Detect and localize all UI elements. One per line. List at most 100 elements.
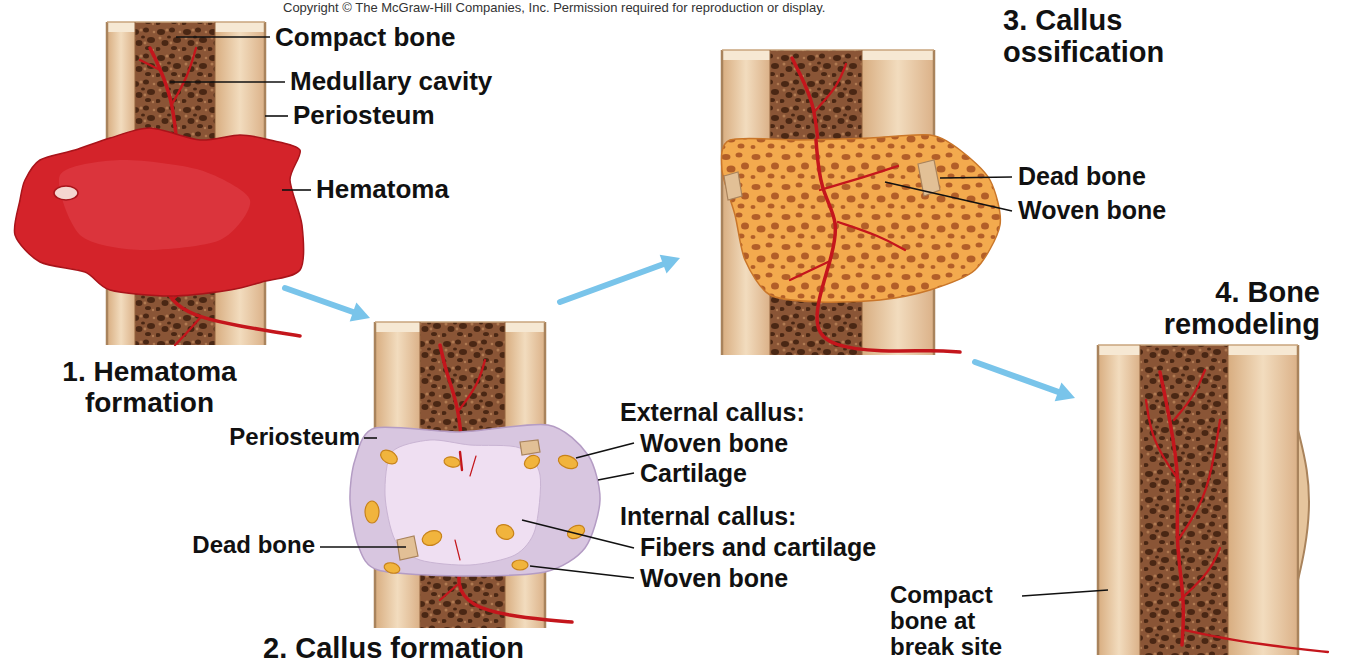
bone-end-face	[1098, 345, 1140, 355]
bone-shaft	[1098, 345, 1298, 655]
leader-line	[530, 566, 634, 578]
external-callus	[350, 424, 600, 576]
part-label: Woven bone	[1018, 196, 1166, 224]
dead-bone-piece	[397, 536, 418, 560]
part-label: Hematoma	[316, 175, 449, 204]
bone-end-edge	[1098, 344, 1298, 346]
bone-end-face	[375, 322, 420, 332]
bone-end-face	[862, 50, 934, 60]
blood-vessel	[1146, 400, 1180, 482]
cavity-edge	[1228, 345, 1229, 655]
blood-vessel	[440, 585, 457, 600]
bone-end-face	[107, 22, 135, 32]
woven-bone-piece	[365, 501, 379, 523]
periosteum-line	[721, 50, 724, 355]
part-label: Periosteum	[293, 101, 435, 130]
blood-vessel	[150, 48, 176, 135]
bone-end-edge	[722, 49, 934, 51]
bone-end-edge	[107, 21, 265, 23]
bone-end-face	[505, 322, 545, 332]
bone-end-face	[722, 50, 770, 60]
stage-arrowhead	[660, 255, 680, 274]
stage-arrowhead	[1055, 382, 1075, 401]
part-label: Dead bone	[192, 532, 315, 559]
medullary-cavity	[1140, 345, 1228, 655]
stage-arrow	[975, 362, 1058, 392]
hematoma-highlight	[59, 160, 250, 250]
leader-line	[170, 81, 285, 83]
group-label: Internal callus:	[620, 502, 796, 530]
woven-bone-piece	[383, 561, 401, 575]
woven-bone-piece	[512, 560, 528, 570]
blood-vessel	[816, 140, 960, 352]
dead-bone-piece	[724, 172, 742, 200]
bone-end-edge	[375, 321, 545, 323]
blood-vessel	[792, 58, 818, 142]
leader-line	[1022, 590, 1108, 596]
blood-vessel	[1184, 630, 1328, 652]
woven-bone-piece	[378, 447, 400, 466]
stage-title: 4. Bone remodeling	[1120, 276, 1320, 341]
blood-vessel	[140, 60, 160, 70]
woven-bone-piece	[420, 528, 444, 548]
ossified-callus	[721, 135, 1000, 303]
leader-line	[265, 115, 288, 117]
part-label: Compact bone	[275, 23, 456, 52]
blood-vessel	[455, 540, 460, 560]
blood-vessel	[1178, 420, 1220, 540]
periosteum-line	[1097, 345, 1100, 655]
group-label: External callus:	[620, 398, 805, 426]
compact-bone	[1098, 345, 1140, 655]
copyright-note: Copyright © The McGraw-Hill Companies, I…	[283, 1, 825, 16]
leader-line	[576, 443, 634, 458]
part-label: Cartilage	[640, 459, 747, 487]
bone-end-face	[215, 22, 265, 32]
woven-bone-piece	[443, 456, 460, 469]
blood-vessel	[470, 456, 476, 476]
compact-bone	[1228, 345, 1298, 655]
leader-line	[940, 177, 1012, 178]
blood-vessel	[175, 318, 200, 345]
blood-vessel	[790, 262, 828, 280]
stage-title: 1. Hematoma formation	[22, 356, 277, 419]
leader-line	[598, 473, 634, 480]
bone-end-face	[1228, 345, 1298, 355]
hematoma-gap	[54, 186, 78, 200]
part-label: Compact bone at break site	[890, 582, 1020, 660]
dead-bone-piece	[520, 440, 540, 455]
blood-vessel	[1180, 548, 1220, 600]
blood-vessel	[820, 166, 898, 190]
part-label: Woven bone	[640, 564, 788, 592]
part-label: Woven bone	[640, 429, 788, 457]
leader-line	[320, 546, 406, 548]
stage-arrow	[560, 264, 663, 302]
leader-line	[364, 437, 377, 439]
remodeled-bulge	[1298, 430, 1309, 580]
leader-line	[522, 520, 634, 548]
blood-vessel	[440, 345, 462, 445]
cavity-edge	[1140, 345, 1141, 655]
internal-callus	[385, 440, 541, 565]
part-label: Medullary cavity	[290, 67, 492, 96]
blood-vessel	[459, 360, 485, 410]
woven-bone-piece	[557, 453, 580, 471]
hematoma-blob	[14, 128, 303, 296]
blood-vessel	[172, 48, 196, 104]
stage-arrowhead	[350, 303, 370, 322]
blood-vessel	[814, 64, 846, 112]
woven-bone-piece	[494, 522, 516, 542]
leader-line	[282, 189, 311, 191]
part-label: Fibers and cartilage	[640, 533, 876, 561]
part-label: Dead bone	[1018, 162, 1146, 190]
stage-title: 3. Callus ossification	[1003, 4, 1253, 69]
part-label: Periosteum	[229, 424, 360, 451]
woven-bone-piece	[522, 453, 542, 471]
leader-line	[176, 36, 270, 38]
stage-arrow	[285, 288, 353, 312]
blood-vessel	[1174, 370, 1205, 420]
blood-vessel	[838, 222, 905, 250]
stage-title: 2. Callus formation	[263, 632, 524, 664]
leader-line	[885, 182, 1012, 211]
